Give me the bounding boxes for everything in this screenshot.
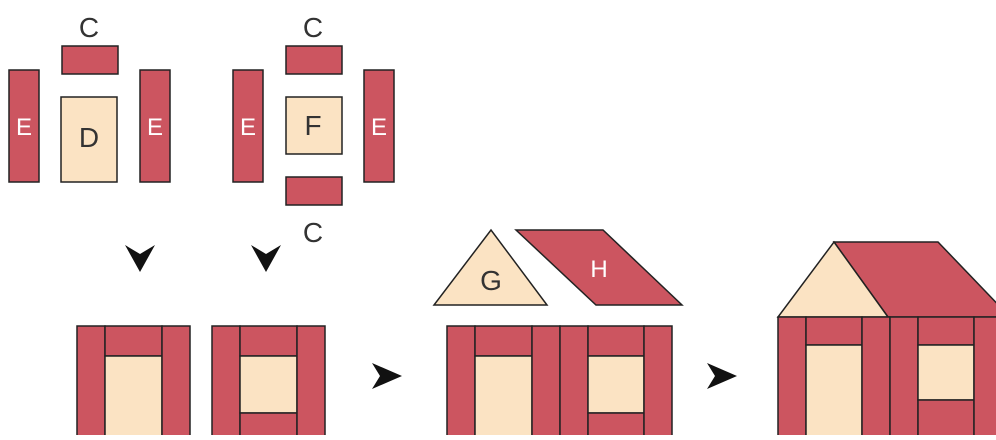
label-e-unit1-right: E (147, 114, 163, 141)
piece-e-unit2-left (232, 69, 264, 183)
assembled-unit2-e-left (211, 325, 241, 439)
joined-e2 (531, 325, 561, 439)
label-c-unit2-top: C (303, 12, 323, 43)
assembled-unit2-e-right (296, 325, 326, 439)
joined-c3 (587, 412, 645, 439)
assembled-unit1-d (104, 355, 163, 439)
assembled-unit2-c-bottom (239, 412, 298, 439)
house-e4 (973, 316, 996, 439)
house-e2 (861, 316, 891, 439)
arrow-down-icon (125, 245, 155, 272)
joined-e1 (446, 325, 476, 439)
label-g: G (480, 265, 502, 296)
joined-e3 (559, 325, 589, 439)
joined-c2 (587, 325, 645, 357)
joined-c1 (474, 325, 533, 357)
joined-e4 (643, 325, 673, 439)
label-c-unit2-bottom: C (303, 217, 323, 248)
finished-house-block (776, 240, 996, 439)
label-e-unit2-left: E (240, 114, 256, 141)
house-c2 (917, 316, 975, 346)
piece-e-unit1-right (139, 69, 171, 183)
unit2-pieces: C E F E C (232, 12, 395, 248)
piece-h-parallelogram (514, 229, 684, 306)
house-e1 (777, 316, 807, 439)
house-c1 (805, 316, 863, 346)
joined-d (474, 355, 533, 439)
arrow-right-icon (372, 363, 402, 389)
assembled-unit2-f (239, 355, 298, 414)
piece-c-unit2-bottom (285, 176, 343, 206)
assembled-unit1-e-left (76, 325, 106, 439)
piece-e-unit1-left (8, 69, 40, 183)
label-e-unit1-left: E (16, 114, 32, 141)
arrow-right-icon (707, 363, 737, 389)
piece-c-unit2-top (285, 45, 343, 75)
label-h: H (590, 256, 607, 283)
piece-f (285, 96, 343, 155)
house-window-f (917, 344, 975, 401)
piece-c-unit1 (61, 45, 119, 75)
assembled-unit1-c (104, 325, 163, 357)
label-d: D (79, 122, 99, 153)
assembled-unit1 (76, 325, 191, 439)
label-e-unit2-right: E (371, 114, 387, 141)
label-f: F (304, 110, 321, 141)
house-c3 (917, 399, 975, 439)
arrow-down-icon (251, 245, 281, 272)
house-door-d (805, 344, 863, 439)
piece-g-triangle (432, 228, 549, 306)
label-c-unit1: C (79, 12, 99, 43)
piece-e-unit2-right (363, 69, 395, 183)
assembled-unit2 (211, 325, 326, 439)
assembled-unit1-e-right (161, 325, 191, 439)
assembled-unit2-c-top (239, 325, 298, 357)
house-e3 (889, 316, 919, 439)
joined-units (446, 325, 673, 439)
unit1-pieces: C E D E (8, 12, 171, 183)
piece-d (60, 96, 118, 183)
joined-f (587, 355, 645, 414)
